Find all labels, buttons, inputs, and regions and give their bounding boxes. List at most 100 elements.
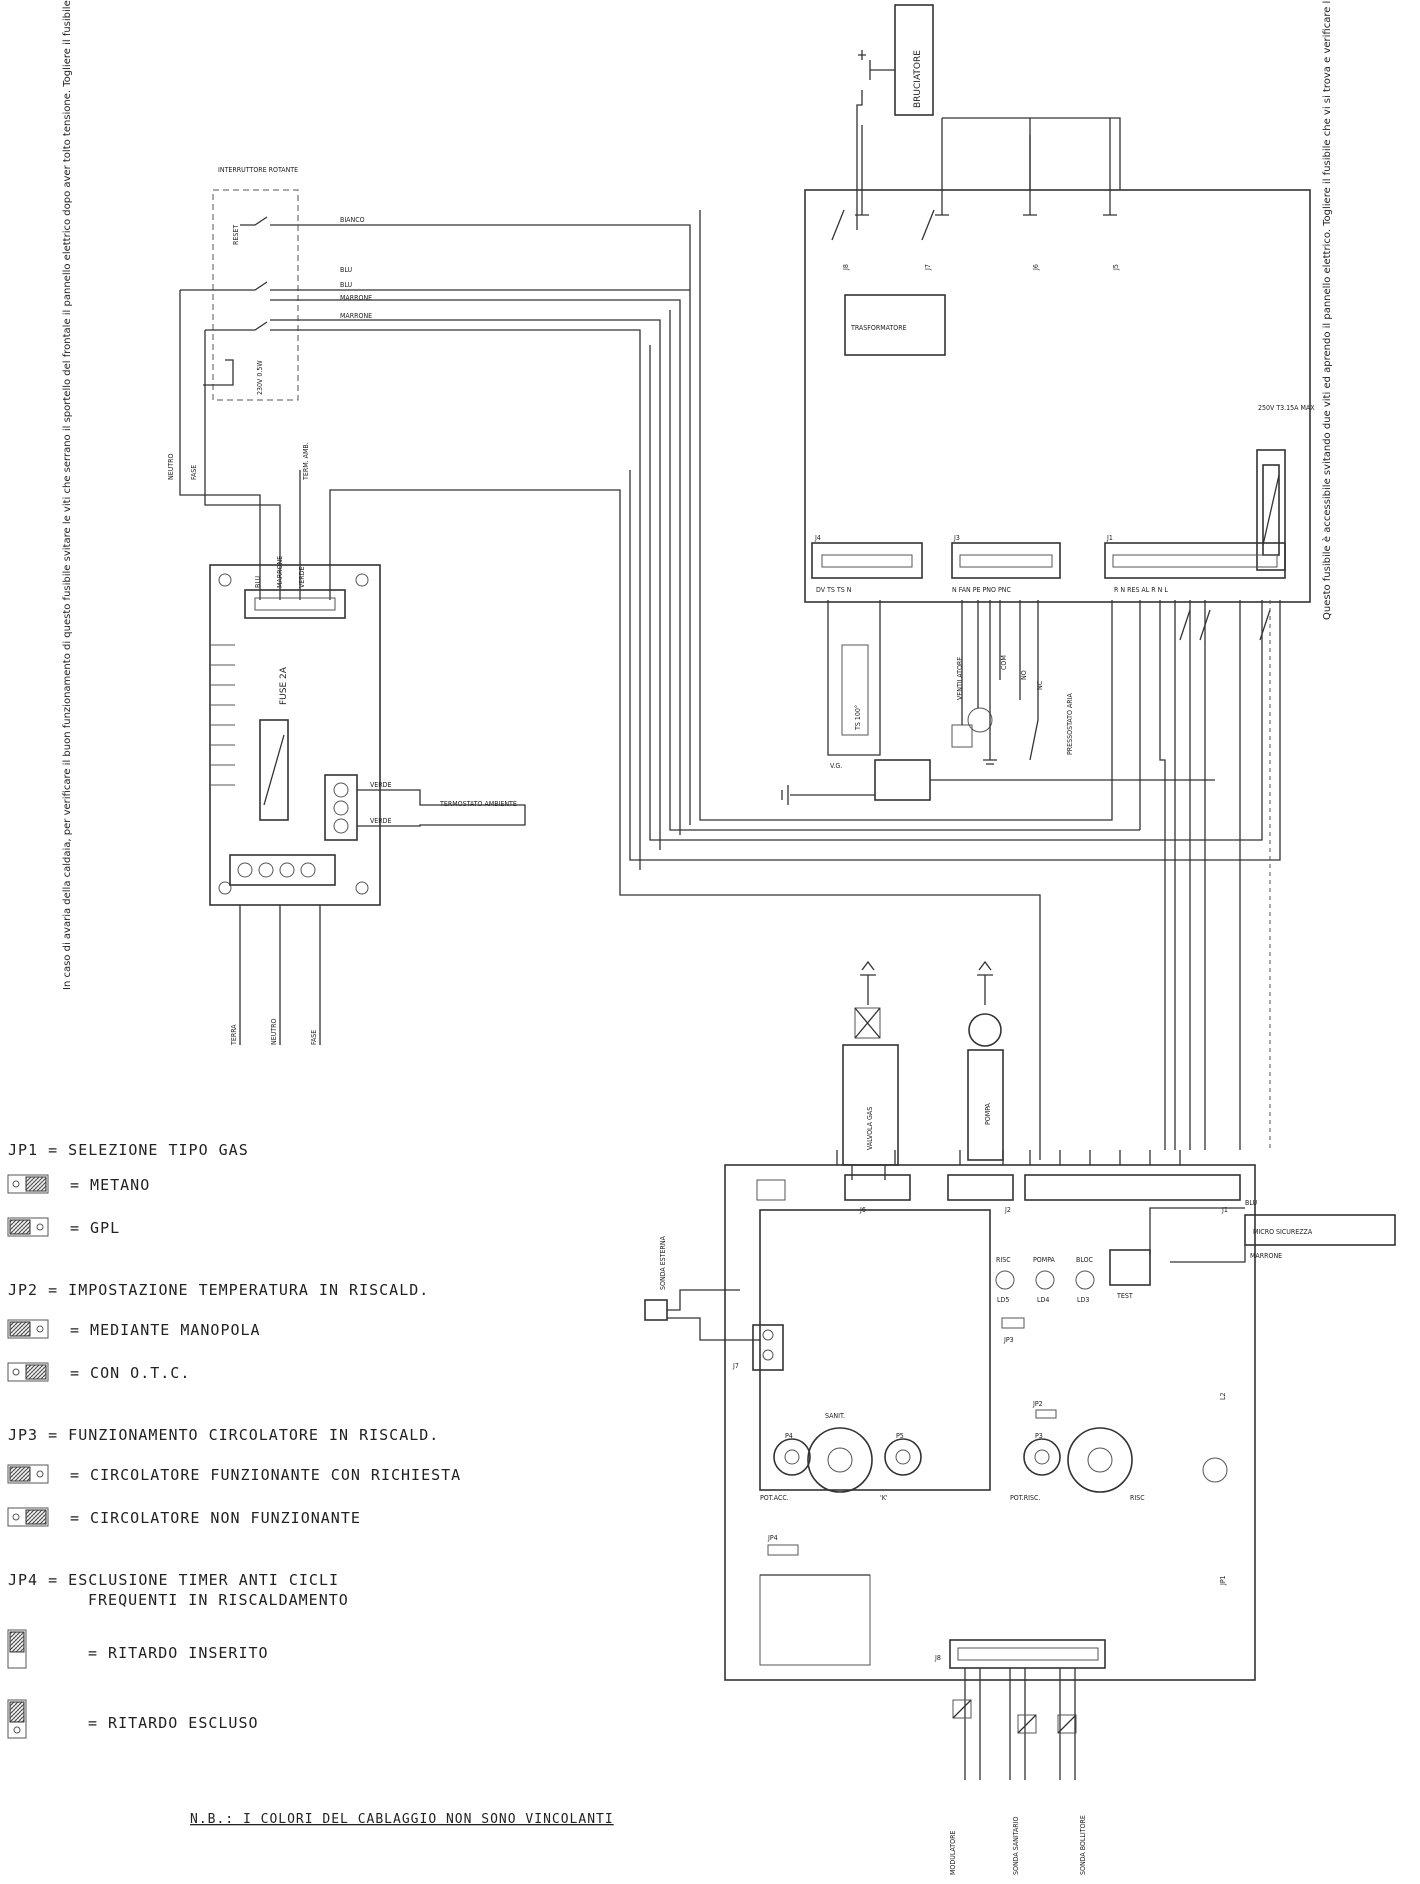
com-label: COM — [1000, 655, 1008, 670]
vg-label: V.G. — [830, 762, 842, 770]
reset-label: RESET — [232, 225, 240, 245]
air-switch-label: PRESSOSTATO ARIA — [1066, 692, 1074, 755]
fase-label: FASE — [310, 1030, 318, 1045]
j3-label: J3 — [953, 534, 960, 542]
legend-jp2-b: = CON O.T.C. — [70, 1364, 190, 1382]
lb-j7: J7 — [732, 1362, 739, 1370]
legend-jp2: JP2 = IMPOSTAZIONE TEMPERATURA IN RISCAL… — [7, 1281, 429, 1382]
led-top-0: RISC — [996, 1256, 1011, 1264]
transformer: TRASFORMATORE — [844, 294, 946, 356]
thermostat-label: TERMOSTATO AMBIENTE — [439, 800, 517, 808]
svg-text:Questo fusibile è accessibile: Questo fusibile è accessibile svitando d… — [1321, 0, 1333, 620]
micro-marrone: MARRONE — [1250, 1252, 1282, 1260]
legend-jp4-b: = RITARDO ESCLUSO — [88, 1714, 259, 1732]
valve-label: VALVOLA GAS — [866, 1107, 874, 1150]
pot-acc-label: POT.ACC. — [760, 1494, 789, 1502]
p5-label: P5 — [896, 1432, 904, 1440]
thermo-verde-1: VERDE — [370, 781, 392, 789]
p3-label: P3 — [1035, 1432, 1043, 1440]
lb-j8: J8 — [934, 1654, 941, 1662]
j1-pins: R N RES AL R N L — [1114, 586, 1168, 594]
svg-text:In caso di avaria della caldai: In caso di avaria della caldaia, per ver… — [61, 0, 73, 990]
legend-jp4-title2: FREQUENTI IN RISCALDAMENTO — [88, 1591, 349, 1609]
neutro-label: NEUTRO — [270, 1018, 278, 1045]
transformer-label: TRASFORMATORE — [850, 324, 907, 332]
right-fuse-note: Questo fusibile è accessibile svitando d… — [1321, 0, 1333, 620]
nc-label: NC — [1036, 680, 1044, 690]
left-fuse-note: In caso di avaria della caldaia, per ver… — [61, 0, 73, 990]
dhw-probe-label: SONDA SANITARIO — [1012, 1816, 1020, 1875]
lower-board: J6 J2 J1 RISC POMPA BLOC LD5 LD4 LD3 JP3… — [644, 1150, 1396, 1875]
lb-j2: J2 — [1004, 1206, 1011, 1214]
main-fuse: 250V T3.15A MAX — [1256, 404, 1315, 571]
legend-jp1-b: = GPL — [70, 1219, 120, 1237]
fuse-rating: 250V T3.15A MAX — [1258, 404, 1315, 412]
legend-jp4: JP4 = ESCLUSIONE TIMER ANTI CICLI FREQUE… — [7, 1571, 349, 1739]
lb-jp3: JP3 — [1003, 1336, 1014, 1344]
legend-jp3-b: = CIRCOLATORE NON FUNZIONANTE — [70, 1509, 361, 1527]
rotary-wire-labels: BIANCO BLU BLU MARRONE MARRONE NEUTRO FA… — [167, 216, 372, 481]
j3-pins: N FAN PE PNO PNC — [952, 586, 1011, 594]
lb-jp4: JP4 — [767, 1534, 778, 1542]
lb-test: TEST — [1116, 1292, 1133, 1300]
j1-label: J1 — [1106, 534, 1113, 542]
lb-jp1: JP1 — [1219, 1575, 1227, 1586]
pot-risc-label: POT.RISC. — [1010, 1494, 1040, 1502]
fb-marrone-label: MARRONE — [276, 556, 284, 588]
micro-label: MICRO SICUREZZA — [1253, 1228, 1313, 1236]
k-label: 'K' — [880, 1494, 888, 1502]
fb-blu-label: BLU — [254, 576, 262, 588]
potentiometers: P4 P5 SANIT. POT.ACC. 'K' P3 POT.RISC. R… — [760, 1400, 1145, 1502]
legend: JP1 = SELEZIONE TIPO GAS = METANO = GPL … — [7, 1141, 461, 1739]
fb-verde-label: VERDE — [298, 566, 306, 588]
legend-jp3: JP3 = FUNZIONAMENTO CIRCOLATORE IN RISCA… — [7, 1426, 461, 1527]
p4-label: P4 — [785, 1432, 793, 1440]
outdoor-probe-label: SONDA ESTERNA — [659, 1235, 667, 1290]
boiler-probe-label: SONDA BOLLITORE — [1079, 1815, 1087, 1875]
sanit-label: SANIT. — [825, 1412, 845, 1420]
rotary-switch: INTERRUTTORE ROTANTE RESET 230V 0.5W — [179, 166, 691, 870]
burner: BRUCIATORE — [856, 4, 934, 230]
rotary-switch-label: INTERRUTTORE ROTANTE — [218, 166, 298, 174]
led-bot-0: LD5 — [997, 1296, 1009, 1304]
wire-label-marrone-2: MARRONE — [340, 312, 372, 320]
j8-label: J8 — [842, 264, 850, 271]
hv-connectors: J8 J7 J6 J5 — [831, 117, 1121, 271]
fan-label: VENTILATORE — [956, 657, 964, 700]
wire-label-neutro: NEUTRO — [167, 453, 175, 480]
low-connectors: J4 DV TS TS N J3 N FAN PE PNO PNC J1 R N… — [811, 534, 1286, 594]
legend-jp4-title: JP4 = ESCLUSIONE TIMER ANTI CICLI — [8, 1571, 339, 1589]
gas-valve-big: VALVOLA GAS — [842, 960, 899, 1180]
led-bot-1: LD4 — [1037, 1296, 1049, 1304]
legend-jp1-title: JP1 = SELEZIONE TIPO GAS — [8, 1141, 249, 1159]
wire-label-blu-2: BLU — [340, 281, 352, 289]
modulator-label: MODULATORE — [949, 1831, 957, 1875]
lb-j1: J1 — [1221, 1206, 1228, 1214]
right-note-text: Questo fusibile è accessibile svitando d… — [1321, 0, 1333, 620]
wire-label-blu-1: BLU — [340, 266, 352, 274]
legend-jp1: JP1 = SELEZIONE TIPO GAS = METANO = GPL — [7, 1141, 249, 1237]
j4-label: J4 — [814, 534, 821, 542]
risc-label: RISC — [1130, 1494, 1145, 1502]
lamp-label: 230V 0.5W — [256, 360, 264, 395]
mid-components: TS 100° V.G. VENTILATORE COM NO NC PRESS… — [629, 210, 1281, 1150]
legend-jp4-a: = RITARDO INSERITO — [88, 1644, 269, 1662]
leds: RISC POMPA BLOC LD5 LD4 LD3 — [995, 1256, 1095, 1304]
pump: POMPA — [967, 960, 1004, 1161]
footer-note: N.B.: I COLORI DEL CABLAGGIO NON SONO VI… — [190, 1812, 614, 1827]
fuse-pins — [210, 644, 235, 786]
legend-jp3-a: = CIRCOLATORE FUNZIONANTE CON RICHIESTA — [70, 1466, 461, 1484]
ts-label: TS 100° — [854, 705, 862, 731]
j4-pins: DV TS TS N — [816, 586, 852, 594]
l2-label: L2 — [1219, 1392, 1227, 1400]
wire-label-bianco: BIANCO — [340, 216, 365, 224]
legend-jp3-title: JP3 = FUNZIONAMENTO CIRCOLATORE IN RISCA… — [8, 1426, 439, 1444]
wire-label-marrone-1: MARRONE — [340, 294, 372, 302]
left-note-text: In caso di avaria della caldaia, per ver… — [61, 0, 73, 990]
legend-jp2-title: JP2 = IMPOSTAZIONE TEMPERATURA IN RISCAL… — [8, 1281, 429, 1299]
led-top-2: BLOC — [1076, 1256, 1094, 1264]
legend-jp2-a: = MEDIANTE MANOPOLA — [70, 1321, 261, 1339]
no-label: NO — [1020, 670, 1028, 680]
fuse-board: BLU MARRONE VERDE FUSE 2A VERDE VERDE TE… — [209, 556, 526, 1046]
